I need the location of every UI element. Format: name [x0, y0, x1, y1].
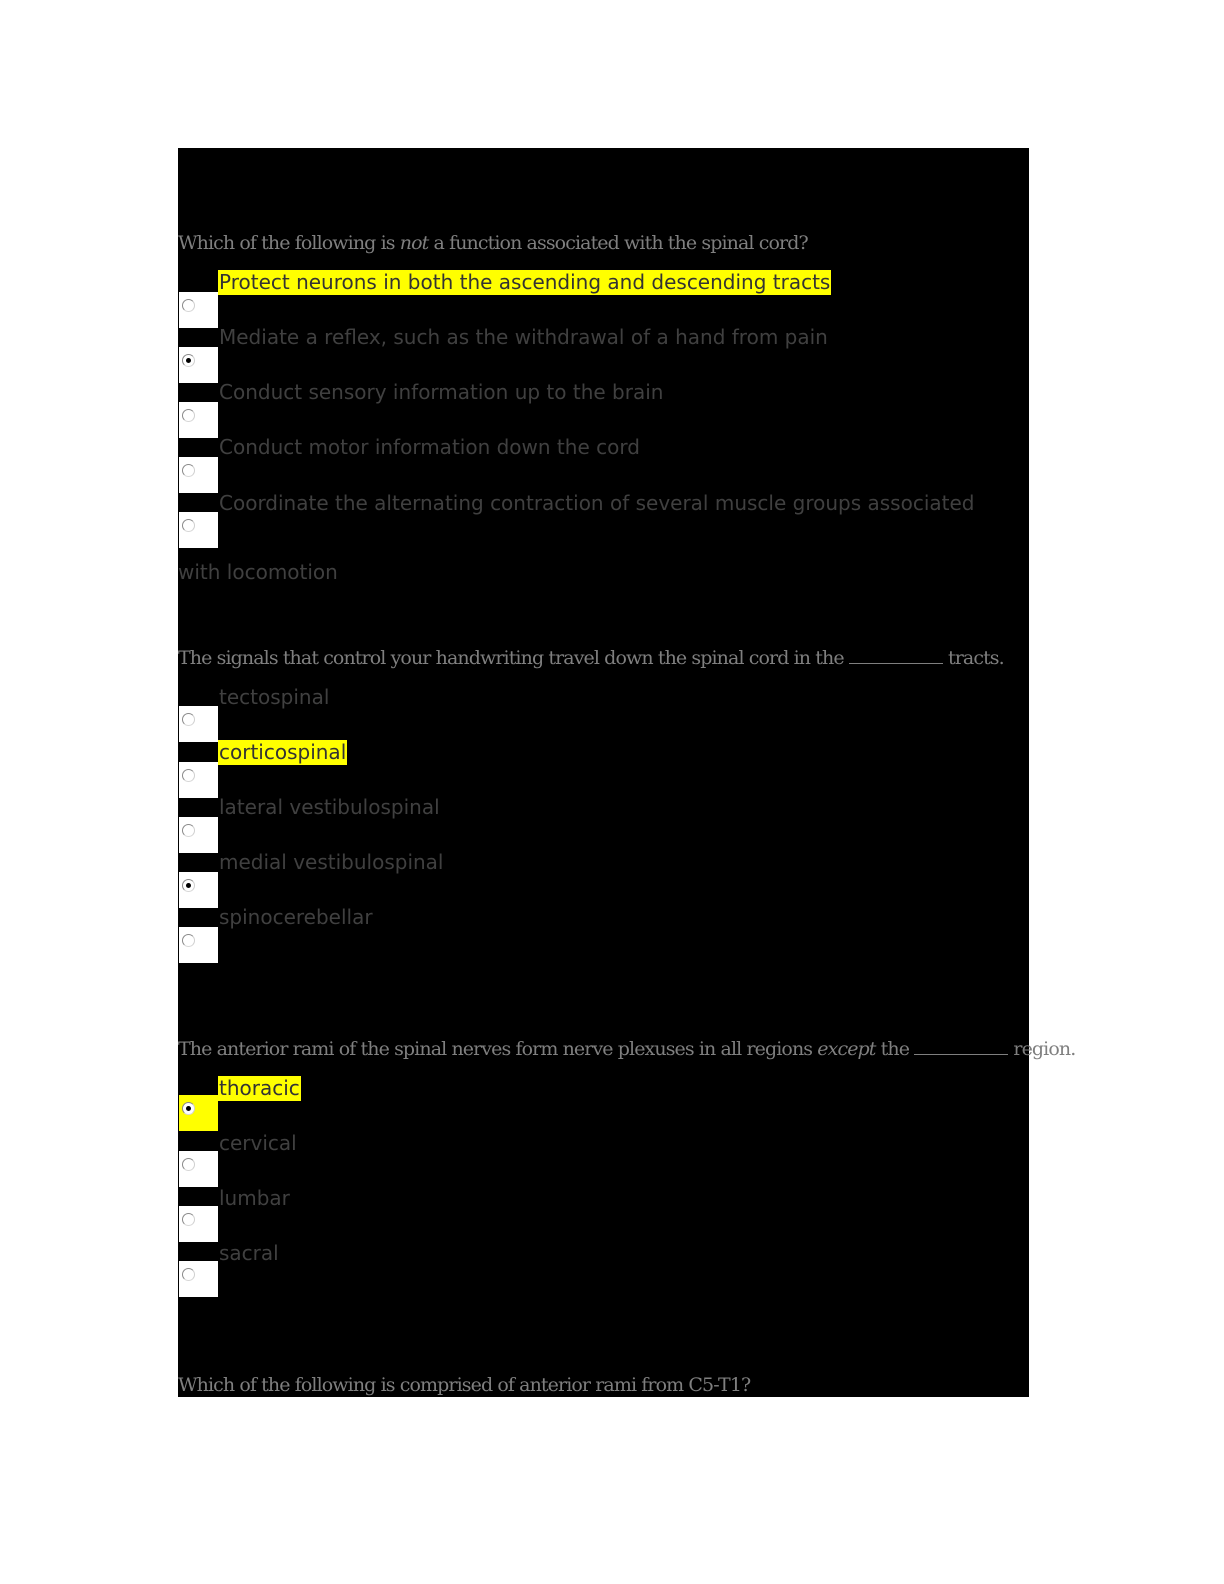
question-3-text-start: The anterior rami of the spinal nerves f…	[178, 1038, 818, 1060]
question-1-option-5-radio-box[interactable]	[179, 512, 218, 548]
radio-unchecked-icon[interactable]	[182, 769, 195, 782]
question-4-text: Which of the following is comprised of a…	[178, 1374, 751, 1396]
question-2-text-end: tracts.	[942, 647, 1005, 669]
radio-unchecked-icon[interactable]	[182, 713, 195, 726]
radio-checked-icon[interactable]	[182, 354, 195, 367]
question-3-option-4-label[interactable]: sacral	[219, 1241, 279, 1265]
quiz-page: Which of the following is not a function…	[178, 148, 1076, 1397]
question-2-option-2-radio-box[interactable]	[179, 762, 218, 798]
question-1-option-5-label[interactable]: Coordinate the alternating contraction o…	[219, 491, 975, 515]
question-3-option-3-radio-box[interactable]	[179, 1206, 218, 1242]
question-3-emphasis: except	[817, 1038, 876, 1060]
radio-unchecked-icon[interactable]	[182, 824, 195, 837]
question-2-option-1-label[interactable]: tectospinal	[219, 685, 330, 709]
question-2-option-4-label[interactable]: medial vestibulospinal	[219, 850, 444, 874]
question-2-option-5-radio-box[interactable]	[179, 927, 218, 963]
question-2-option-3-label[interactable]: lateral vestibulospinal	[219, 795, 440, 819]
radio-unchecked-icon[interactable]	[182, 464, 195, 477]
question-2-option-5-label[interactable]: spinocerebellar	[219, 905, 373, 929]
radio-checked-icon[interactable]	[182, 879, 195, 892]
question-3-option-3-label[interactable]: lumbar	[219, 1186, 290, 1210]
question-3-option-1-label[interactable]: thoracic	[218, 1076, 301, 1101]
radio-unchecked-icon[interactable]	[182, 1268, 195, 1281]
question-2-option-4-radio-box[interactable]	[179, 872, 218, 908]
question-3-option-2-radio-box[interactable]	[179, 1151, 218, 1187]
radio-unchecked-icon[interactable]	[182, 1158, 195, 1171]
radio-unchecked-icon[interactable]	[182, 409, 195, 422]
question-1-option-1-label[interactable]: Protect neurons in both the ascending an…	[218, 270, 832, 295]
question-1-option-3-radio-box[interactable]	[179, 402, 218, 438]
question-3-option-4-radio-box[interactable]	[179, 1261, 218, 1297]
question-1-text-start: Which of the following is	[178, 232, 400, 254]
question-1-option-2-radio-box[interactable]	[179, 347, 218, 383]
radio-unchecked-icon[interactable]	[182, 1213, 195, 1226]
question-2-option-3-radio-box[interactable]	[179, 817, 218, 853]
question-3-text: The anterior rami of the spinal nerves f…	[178, 1038, 1076, 1060]
question-3-text-middle: the	[875, 1038, 915, 1060]
question-2-blank	[848, 647, 943, 664]
question-3-option-2-label[interactable]: cervical	[219, 1131, 297, 1155]
question-1-option-2-label[interactable]: Mediate a reflex, such as the withdrawal…	[219, 325, 828, 349]
question-3-text-end: region.	[1008, 1038, 1076, 1060]
question-2-text-start: The signals that control your handwritin…	[178, 647, 849, 669]
question-1-text: Which of the following is not a function…	[178, 232, 809, 254]
question-2-option-2-label[interactable]: corticospinal	[218, 740, 348, 765]
question-1-option-1-radio-box[interactable]	[179, 292, 218, 328]
question-3-option-1-radio-box[interactable]	[179, 1095, 218, 1131]
question-2-text: The signals that control your handwritin…	[178, 647, 1005, 669]
radio-unchecked-icon[interactable]	[182, 299, 195, 312]
radio-unchecked-icon[interactable]	[182, 934, 195, 947]
question-2-option-1-radio-box[interactable]	[179, 706, 218, 742]
question-1-option-3-label[interactable]: Conduct sensory information up to the br…	[219, 380, 664, 404]
question-1-option-5-label-continued[interactable]: with locomotion	[178, 560, 338, 584]
radio-checked-icon[interactable]	[182, 1102, 195, 1115]
question-1-option-4-label[interactable]: Conduct motor information down the cord	[219, 435, 640, 459]
question-1-option-4-radio-box[interactable]	[179, 457, 218, 493]
radio-unchecked-icon[interactable]	[182, 519, 195, 532]
question-1-emphasis: not	[399, 232, 430, 254]
question-1-text-end: a function associated with the spinal co…	[428, 232, 809, 254]
question-3-blank	[914, 1038, 1009, 1055]
